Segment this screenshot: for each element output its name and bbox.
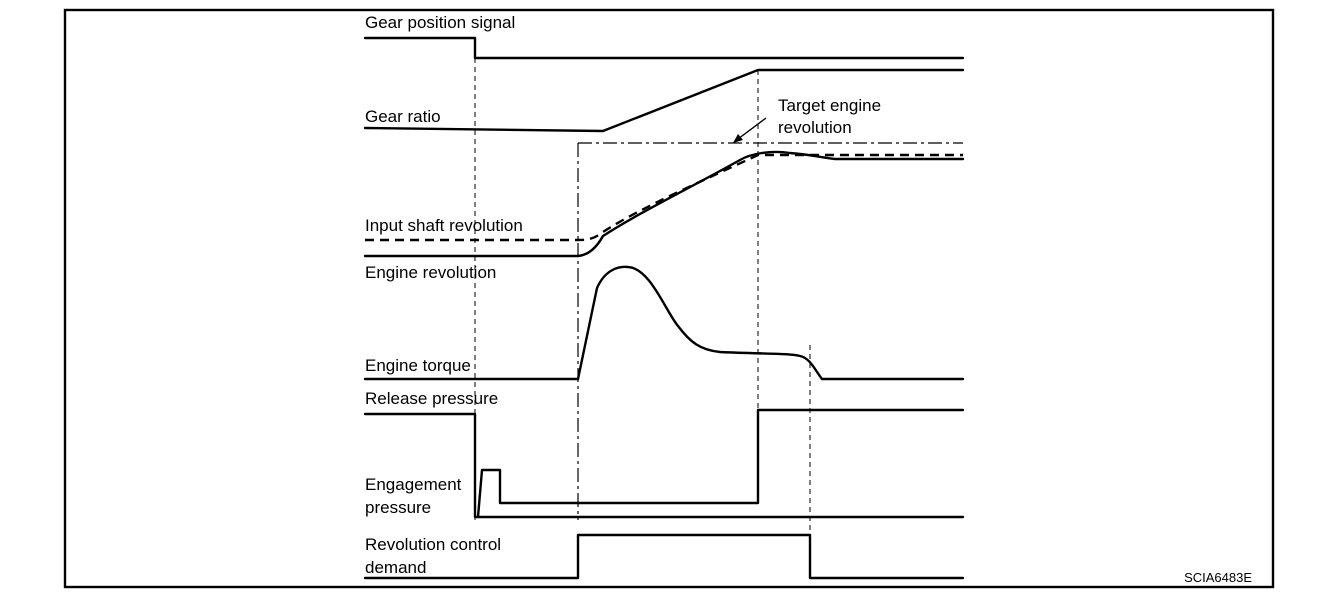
label-gear-ratio: Gear ratio (365, 107, 441, 126)
gear-ratio-trace (363, 68, 965, 133)
release-pressure-trace (363, 412, 965, 519)
input-shaft-revolution-trace (365, 153, 963, 242)
diagram-frame (63, 8, 1275, 589)
label-gear-position-signal: Gear position signal (365, 13, 515, 32)
engagement-pressure-trace (476, 408, 965, 519)
label-revolution-control-line2: demand (365, 558, 426, 577)
label-target-engine-line1: Target engine (778, 96, 881, 115)
revolution-control-demand-trace (363, 533, 965, 580)
gear-position-signal-trace (363, 36, 965, 60)
label-engine-torque: Engine torque (365, 356, 471, 375)
target-engine-leader-arrowhead (733, 134, 743, 143)
label-input-shaft-revolution: Input shaft revolution (365, 216, 523, 235)
label-release-pressure: Release pressure (365, 389, 498, 408)
label-engagement-line2: pressure (365, 498, 431, 517)
label-engagement-line1: Engagement (365, 475, 462, 494)
label-target-engine-line2: revolution (778, 118, 852, 137)
label-engine-revolution: Engine revolution (365, 263, 496, 282)
figure-code: SCIA6483E (1184, 570, 1252, 585)
engine-revolution-trace (363, 150, 965, 258)
label-revolution-control-line1: Revolution control (365, 535, 501, 554)
engine-torque-trace (363, 265, 965, 381)
